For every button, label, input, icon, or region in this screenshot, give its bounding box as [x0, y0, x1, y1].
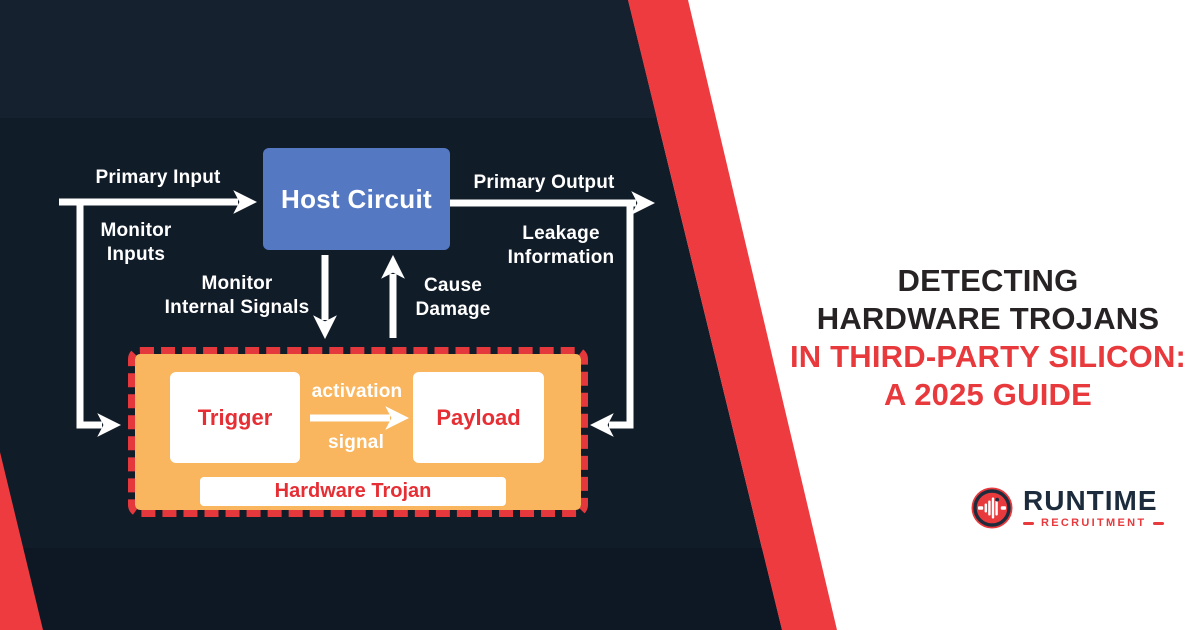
- logo-dash-left: [1023, 522, 1034, 525]
- waveform-badge-icon: [971, 487, 1013, 529]
- payload-box: Payload: [413, 372, 544, 463]
- title-line-1: DETECTING: [897, 263, 1079, 298]
- monitor-inputs-arrow: [76, 202, 122, 437]
- payload-label: Payload: [436, 404, 521, 430]
- signal-label: signal: [327, 432, 385, 453]
- title-line-2: HARDWARE TROJANS: [816, 301, 1160, 336]
- cause-damage-label: Cause Damage: [415, 274, 490, 322]
- leakage-line1: Leakage: [522, 223, 600, 244]
- hardware-trojan-caption-label: Hardware Trojan: [274, 480, 432, 502]
- logo-dash-right: [1153, 522, 1165, 525]
- leakage-information-label: Leakage Information: [508, 222, 615, 270]
- primary-output-label: Primary Output: [473, 172, 615, 193]
- monitor-internal-line2: Internal Signals: [164, 297, 310, 318]
- hardware-trojan-box: Trigger Payload Hardware Trojan: [128, 347, 588, 517]
- page-title: DETECTING HARDWARE TROJANS IN THIRD-PART…: [738, 262, 1200, 414]
- trigger-label: Trigger: [197, 404, 273, 430]
- host-circuit-label: Host Circuit: [281, 183, 432, 214]
- runtime-recruitment-logo: RUNTIME RECRUITMENT: [971, 485, 1165, 529]
- title-line-3: IN THIRD-PARTY SILICON:: [789, 339, 1187, 374]
- leakage-line2: Information: [507, 247, 615, 268]
- trigger-box: Trigger: [170, 372, 300, 463]
- primary-input-label: Primary Input: [95, 167, 221, 188]
- dark-panel-bottom-band: [0, 548, 782, 630]
- logo-text: RUNTIME RECRUITMENT: [1023, 485, 1165, 529]
- cause-damage-line2: Damage: [415, 299, 491, 320]
- hardware-trojan-caption: Hardware Trojan: [200, 477, 506, 506]
- host-circuit-box: Host Circuit: [263, 148, 450, 250]
- activation-label: activation: [311, 381, 403, 402]
- monitor-inputs-label: Monitor Inputs: [100, 219, 171, 267]
- monitor-internal-line1: Monitor: [201, 273, 273, 294]
- monitor-internal-signals-label: Monitor Internal Signals: [165, 272, 310, 320]
- title-line-4: A 2025 GUIDE: [883, 377, 1092, 412]
- monitor-inputs-line2: Inputs: [106, 244, 166, 265]
- logo-subtitle: RECRUITMENT: [1041, 517, 1147, 529]
- cause-damage-line1: Cause: [423, 275, 483, 296]
- monitor-inputs-line1: Monitor: [100, 220, 172, 241]
- logo-subtitle-row: RECRUITMENT: [1023, 517, 1165, 529]
- logo-name: RUNTIME: [1023, 485, 1158, 516]
